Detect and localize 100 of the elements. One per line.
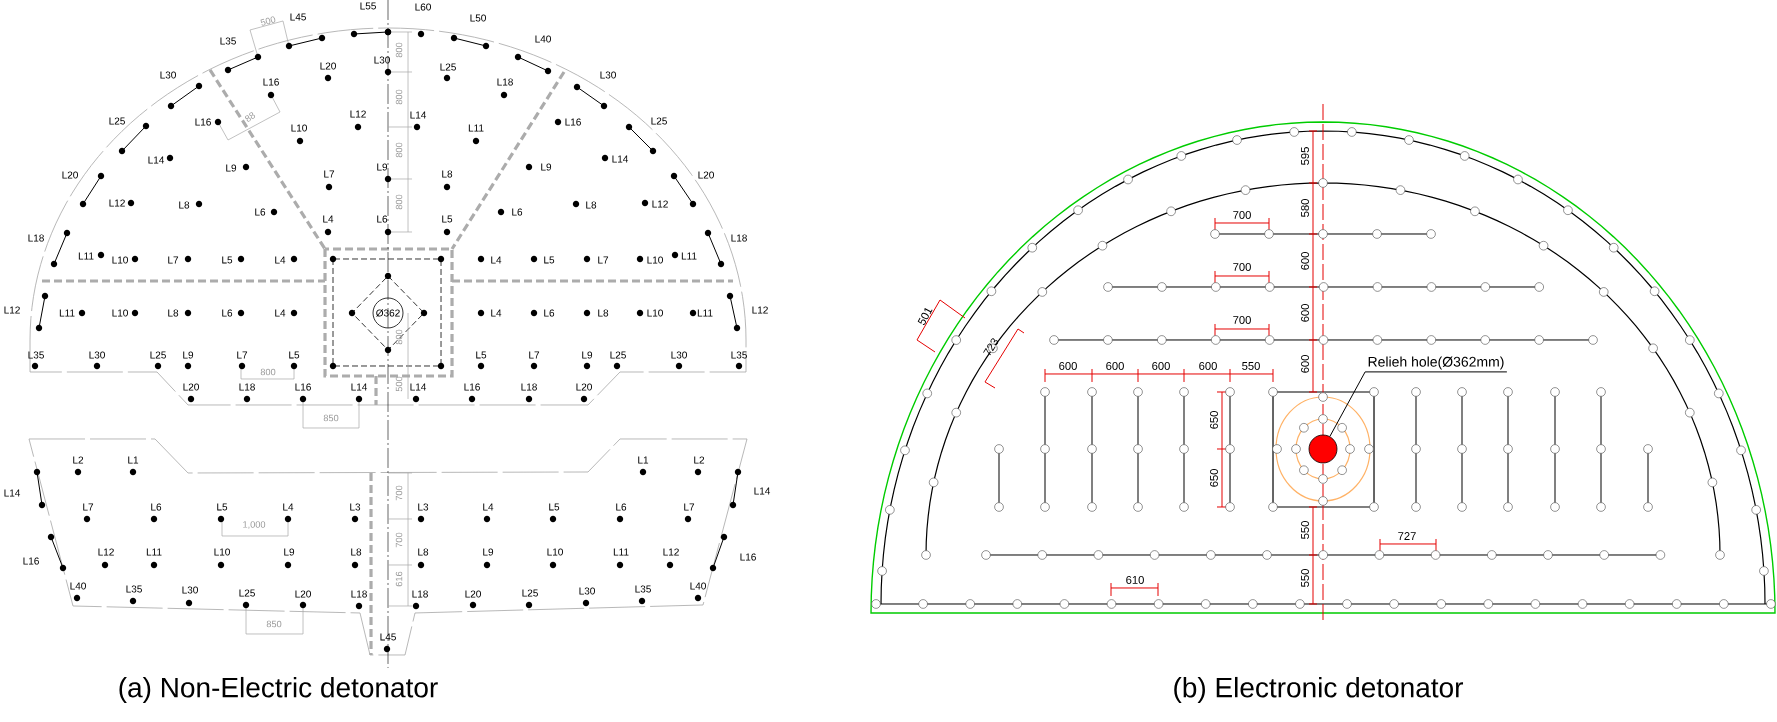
delay-label: L6 (151, 503, 162, 511)
delay-label: L16 (565, 118, 581, 126)
delay-label: L12 (109, 199, 125, 207)
delay-label: L12 (663, 548, 679, 556)
delay-label: L20 (698, 171, 714, 179)
delay-label: L45 (290, 13, 306, 21)
delay-label: L25 (610, 351, 626, 359)
dimension-label: 800 (260, 368, 276, 376)
delay-label: L9 (284, 548, 295, 556)
delay-label: L11 (468, 124, 484, 132)
delay-label: L30 (374, 56, 390, 64)
delay-label: L6 (377, 215, 388, 223)
delay-label: L18 (412, 590, 428, 598)
delay-label: L7 (168, 256, 179, 264)
delay-label: L7 (237, 351, 248, 359)
dimension-label: 600 (1152, 362, 1170, 370)
delay-label: L4 (323, 215, 334, 223)
delay-label: L9 (483, 548, 494, 556)
delay-label: L7 (684, 503, 695, 511)
delay-label: L9 (582, 351, 593, 359)
delay-label: L30 (182, 586, 198, 594)
delay-label: L20 (295, 590, 311, 598)
delay-label: L20 (465, 590, 481, 598)
dimension-label: 700 (1233, 211, 1251, 219)
delay-label: L1 (128, 456, 139, 464)
delay-label: L30 (89, 351, 105, 359)
delay-label: L10 (547, 548, 563, 556)
delay-label: L16 (195, 118, 211, 126)
delay-label: L60 (415, 3, 431, 11)
delay-label: L40 (535, 35, 551, 43)
dimension-label: 850 (266, 620, 282, 628)
delay-label: L14 (4, 489, 21, 497)
delay-label: L5 (442, 215, 453, 223)
delay-label: L30 (160, 71, 176, 79)
delay-label: L5 (222, 256, 233, 264)
delay-label: L4 (491, 256, 502, 264)
delay-label: L12 (98, 548, 114, 556)
delay-label: L50 (470, 14, 486, 22)
dimension-label: 650 (1210, 469, 1218, 487)
dimension-label: 850 (323, 414, 339, 422)
dimension-label: 1,000 (243, 521, 266, 529)
dimension-label: 580 (1301, 199, 1309, 217)
dimension-label: 501 (917, 308, 933, 325)
delay-label: L25 (651, 117, 667, 125)
delay-label: L30 (579, 587, 595, 595)
leader-line (1329, 371, 1508, 437)
dimension-label: 600 (1199, 362, 1217, 370)
delay-label: L10 (112, 256, 128, 264)
delay-label: L8 (442, 170, 453, 178)
delay-label: L5 (549, 503, 560, 511)
delay-label: L8 (598, 309, 609, 317)
delay-label: L20 (183, 383, 199, 391)
delay-label: L1 (638, 456, 649, 464)
delay-label: L35 (731, 351, 747, 359)
delay-label: L6 (222, 309, 233, 317)
delay-label: L35 (28, 351, 44, 359)
delay-label: L4 (275, 309, 286, 317)
delay-label: L25 (239, 589, 255, 597)
delay-label: L7 (529, 351, 540, 359)
delay-label: L14 (612, 155, 629, 163)
delay-label: L11 (78, 252, 94, 260)
delay-label: L25 (150, 351, 166, 359)
dimension-label: 600 (1059, 362, 1077, 370)
delay-label: L8 (179, 201, 190, 209)
delay-label: L5 (476, 351, 487, 359)
delay-label: L14 (754, 487, 771, 495)
dimension-label: 800 (395, 142, 403, 158)
dimension-label: 550 (1242, 362, 1260, 370)
delay-label: L12 (752, 306, 768, 314)
dimension-label: 595 (1301, 147, 1309, 165)
delay-label: L20 (320, 62, 336, 70)
caption: (b) Electronic detonator (1174, 676, 1463, 704)
delay-label: L8 (418, 548, 429, 556)
delay-label: L45 (380, 633, 396, 641)
delay-label: L6 (512, 208, 523, 216)
delay-label: L55 (360, 2, 376, 10)
delay-label: L7 (324, 170, 335, 178)
delay-label: L18 (351, 590, 367, 598)
dimension-label: 700 (1233, 263, 1251, 271)
delay-label: L30 (671, 351, 687, 359)
dimension-label: 600 (1301, 252, 1309, 270)
delay-label: L18 (497, 78, 513, 86)
delay-label: L7 (598, 256, 609, 264)
delay-label: L16 (740, 553, 756, 561)
delay-label: L25 (440, 63, 456, 71)
delay-label: L9 (183, 351, 194, 359)
dimension-label: 600 (1301, 304, 1309, 322)
delay-label: L40 (70, 582, 86, 590)
delay-label: L16 (23, 557, 39, 565)
delay-label: L14 (148, 156, 165, 164)
delay-label: L10 (647, 256, 663, 264)
delay-label: L10 (214, 548, 230, 556)
delay-label: L35 (126, 585, 142, 593)
delay-label: L8 (168, 309, 179, 317)
delay-label: L8 (586, 201, 597, 209)
delay-label: L4 (283, 503, 294, 511)
delay-label: L3 (350, 503, 361, 511)
dimension-label: 727 (1398, 532, 1416, 540)
delay-label: L35 (635, 585, 651, 593)
delay-label: L5 (217, 503, 228, 511)
